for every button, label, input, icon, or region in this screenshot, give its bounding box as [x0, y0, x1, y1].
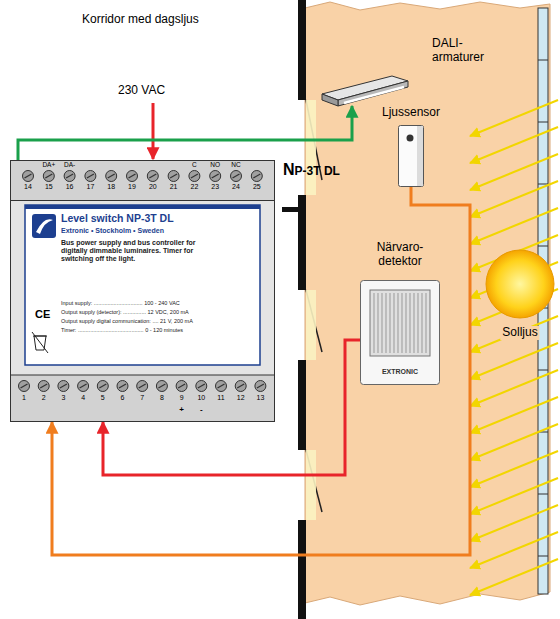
terminal-number: 11: [217, 394, 224, 402]
sun-ray: [470, 181, 558, 217]
terminal-number: 4: [81, 394, 85, 402]
window-mullion: [538, 184, 548, 185]
terminal-number: 5: [101, 394, 105, 402]
terminal-number: 24: [232, 183, 240, 191]
caption-label: Korridor med dagsljus: [82, 13, 199, 27]
terminal-number: 25: [253, 183, 261, 191]
window-mullion: [538, 122, 548, 123]
node-text: Timer: .................................…: [61, 327, 183, 333]
terminal-number: 10: [197, 394, 205, 402]
node-text: Närvaro- detektor: [367, 241, 433, 269]
signal-name: DA+: [42, 161, 55, 168]
node-text: Output supply (detector): ..............…: [61, 309, 189, 315]
sun-ray: [470, 451, 558, 487]
terminal-number: 22: [190, 183, 198, 191]
terminal-number: 14: [24, 183, 32, 191]
terminal-number: 15: [45, 183, 53, 191]
terminal-number: -: [200, 405, 203, 414]
signal-name: NO: [210, 161, 220, 168]
corridor-wall: [282, 0, 306, 619]
sun-ray: [470, 424, 558, 460]
terminal-number: 21: [170, 183, 178, 191]
light-sensor: Ljussensor: [398, 125, 424, 187]
light-sensor-drawing: [398, 125, 424, 187]
sun-ray: [470, 127, 558, 163]
sun-ray: [470, 478, 558, 514]
node-text: Bus power supply and bus controller for …: [61, 239, 211, 263]
dali-luminaire-drawing: [322, 76, 408, 106]
terminal-number: 2: [42, 394, 46, 402]
caption-label: 230 VAC: [118, 84, 165, 98]
node-text: Input supply: ..........................…: [61, 300, 180, 306]
window-mullion: [538, 556, 548, 557]
door-light: [306, 100, 316, 520]
terminal-number: 13: [256, 394, 264, 402]
ce-mark: CE: [35, 308, 50, 321]
dali-luminaire: DALI- armaturer: [322, 76, 408, 106]
terminal-number: 20: [149, 183, 157, 191]
signal-name: DA-: [64, 161, 75, 168]
level-switch-box: NP-3T DLLevel switch NP-3T DLExtronic • …: [10, 160, 275, 422]
sun-ray: [470, 559, 558, 595]
node-text: Ljussensor: [382, 106, 440, 120]
terminal-number: 17: [86, 183, 94, 191]
sun-ray: [470, 397, 558, 433]
sun-ray: [470, 208, 558, 244]
sun-ray: [470, 316, 558, 352]
terminal-number: 8: [160, 394, 164, 402]
terminal-number: 16: [66, 183, 74, 191]
terminal-number: +: [179, 405, 184, 414]
node-text: Output supply digital communication: ...…: [61, 318, 193, 324]
presence-detector: Närvaro- detektorEXTRONIC: [360, 280, 440, 385]
mains-arrow: [152, 103, 155, 159]
signal-wire: [18, 106, 352, 160]
node-text: EXTRONIC: [382, 368, 418, 376]
terminal-number: 12: [237, 394, 245, 402]
terminal-number: 19: [128, 183, 136, 191]
node-text: Level switch NP-3T DL: [61, 212, 174, 224]
terminal-number: 18: [107, 183, 115, 191]
window-mullion: [538, 60, 548, 61]
node-text: Extronic • Stockholm • Sweden: [61, 227, 164, 235]
node-text: Solljus: [500, 326, 539, 340]
node-text: NP-3T DL: [283, 161, 340, 179]
terminal-number: 9: [180, 394, 184, 402]
sun-ray: [470, 154, 558, 190]
window-mullion: [538, 494, 548, 495]
window-mullion: [538, 370, 548, 371]
terminal-number: 1: [22, 394, 26, 402]
level-switch-box-drawing: [10, 160, 275, 422]
node-text: DALI- armaturer: [432, 37, 494, 65]
sun-ray: [470, 505, 558, 541]
signal-name: C: [192, 161, 197, 168]
terminal-number: 23: [211, 183, 219, 191]
sun-drawing: [484, 248, 556, 320]
sun-ray: [470, 343, 558, 379]
terminal-number: 7: [140, 394, 144, 402]
sunlight-rays: [470, 100, 558, 595]
window-mullion: [538, 246, 548, 247]
terminal-number: 6: [121, 394, 125, 402]
terminal-number: 3: [61, 394, 65, 402]
sun-ray: [470, 100, 558, 136]
signal-name: NC: [231, 161, 240, 168]
sun-ray: [470, 370, 558, 406]
sun-ray: [470, 532, 558, 568]
sun: Solljus: [484, 248, 556, 320]
